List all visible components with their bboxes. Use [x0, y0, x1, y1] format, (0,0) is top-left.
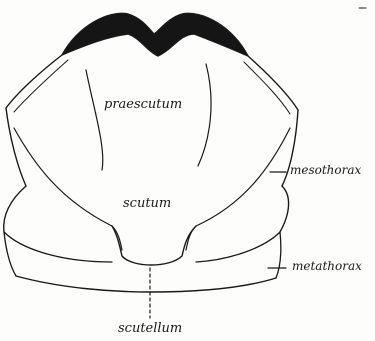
- right-margin-band: [248, 56, 298, 110]
- mesothorax-right-outline: [280, 186, 289, 232]
- metathorax-left-side: [4, 232, 16, 276]
- praescutum-label: praescutum: [104, 97, 182, 112]
- metathorax-label: metathorax: [292, 259, 362, 273]
- left-margin-band: [6, 55, 62, 108]
- praescutum-right-line: [198, 64, 211, 166]
- metathorax-lower-edge: [16, 276, 276, 292]
- praescutum-left-side: [6, 108, 26, 186]
- mesothorax-left-outline: [4, 186, 26, 232]
- left-margin-inner: [14, 60, 68, 112]
- scutellum-lobe: [112, 226, 196, 265]
- right-margin-inner: [244, 62, 290, 114]
- scutum-left-contour: [14, 128, 122, 250]
- metathorax-right-upper: [196, 232, 280, 262]
- metathorax-left-upper: [4, 232, 112, 262]
- scutum-right-contour: [186, 128, 290, 250]
- scutum-label: scutum: [123, 196, 171, 211]
- mesothorax-label: mesothorax: [290, 163, 362, 177]
- scutellum-label: scutellum: [118, 321, 182, 336]
- anterior-rim: [62, 13, 248, 56]
- metathorax-right-side: [276, 232, 281, 278]
- praescutum-left-line: [86, 70, 103, 170]
